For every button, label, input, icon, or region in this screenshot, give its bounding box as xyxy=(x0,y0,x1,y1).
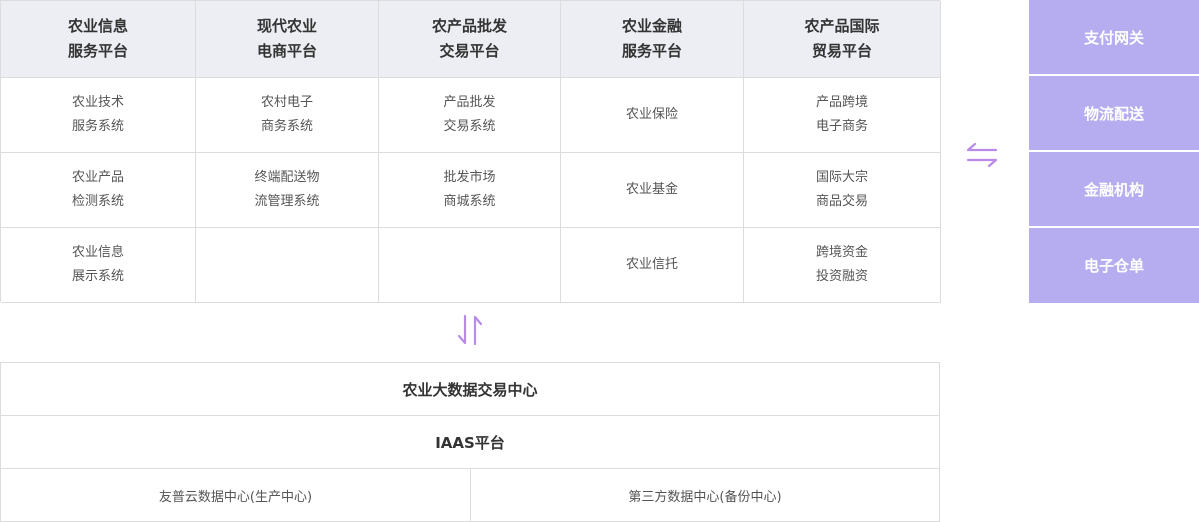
system-cell-line: 产品跨境 xyxy=(815,95,868,110)
platform-header: 农产品批发交易平台 xyxy=(379,1,561,78)
system-cell-line: 商品交易 xyxy=(815,194,868,209)
system-cell-line: 批发市场 xyxy=(443,170,496,185)
system-cell-line: 终端配送物 xyxy=(254,170,320,185)
system-cell: 终端配送物流管理系统 xyxy=(196,153,379,228)
iaas-platform-row: IAAS平台 xyxy=(1,416,940,469)
platform-header: 现代农业电商平台 xyxy=(196,1,379,78)
empty-cell xyxy=(196,228,379,303)
system-cell: 跨境资金投资融资 xyxy=(744,228,941,303)
platform-header: 农业信息服务平台 xyxy=(1,1,196,78)
system-cell-line: 跨境资金 xyxy=(815,245,868,260)
system-cell-line: 商城系统 xyxy=(443,194,496,209)
service-financial-institution: 金融机构 xyxy=(1029,152,1199,228)
service-logistics: 物流配送 xyxy=(1029,76,1199,152)
data-infrastructure-stack: 农业大数据交易中心 IAAS平台 友普云数据中心(生产中心) 第三方数据中心(备… xyxy=(0,362,940,522)
platform-header-line: 农产品国际 xyxy=(804,17,880,35)
backup-datacenter: 第三方数据中心(备份中心) xyxy=(471,469,940,522)
platform-header-line: 服务平台 xyxy=(621,42,682,60)
system-cell-line: 农业保险 xyxy=(625,107,678,122)
system-cell: 产品跨境电子商务 xyxy=(744,78,941,153)
system-cell: 农业保险 xyxy=(561,78,744,153)
system-cell: 农业技术服务系统 xyxy=(1,78,196,153)
empty-cell xyxy=(379,228,561,303)
production-datacenter: 友普云数据中心(生产中心) xyxy=(1,469,471,522)
system-cell-line: 展示系统 xyxy=(71,269,124,284)
system-cell-line: 农村电子 xyxy=(260,95,313,110)
system-cell: 国际大宗商品交易 xyxy=(744,153,941,228)
system-cell: 批发市场商城系统 xyxy=(379,153,561,228)
platform-header-line: 农产品批发 xyxy=(431,17,507,35)
datacenter-row: 友普云数据中心(生产中心) 第三方数据中心(备份中心) xyxy=(1,469,940,522)
service-column: 支付网关 物流配送 金融机构 电子仓单 xyxy=(1029,0,1199,303)
system-cell: 农村电子商务系统 xyxy=(196,78,379,153)
system-cell: 农业信托 xyxy=(561,228,744,303)
service-electronic-warehouse-receipt: 电子仓单 xyxy=(1029,228,1199,303)
platform-table: 农业信息服务平台现代农业电商平台农产品批发交易平台农业金融服务平台农产品国际贸易… xyxy=(0,0,941,303)
platform-header-line: 农业金融 xyxy=(621,17,682,35)
platform-header-line: 农业信息 xyxy=(67,17,128,35)
platform-header: 农产品国际贸易平台 xyxy=(744,1,941,78)
bidirectional-vertical-arrow-icon xyxy=(457,314,483,346)
system-cell-line: 农业基金 xyxy=(625,182,678,197)
system-cell-line: 农业信息 xyxy=(71,245,124,260)
system-cell-line: 产品批发 xyxy=(443,95,496,110)
system-cell: 农业信息展示系统 xyxy=(1,228,196,303)
system-cell-line: 服务系统 xyxy=(71,119,124,134)
platform-header-line: 电商平台 xyxy=(256,42,317,60)
system-cell: 产品批发交易系统 xyxy=(379,78,561,153)
system-cell-line: 流管理系统 xyxy=(254,194,320,209)
platform-header-line: 现代农业 xyxy=(256,17,317,35)
system-cell-line: 交易系统 xyxy=(443,119,496,134)
system-cell-line: 农业信托 xyxy=(625,257,678,272)
bidirectional-horizontal-arrow-icon xyxy=(966,142,998,168)
platform-header-line: 交易平台 xyxy=(439,42,500,60)
platform-header-line: 贸易平台 xyxy=(811,42,872,60)
system-cell: 农业产品检测系统 xyxy=(1,153,196,228)
system-cell-line: 商务系统 xyxy=(260,119,313,134)
system-cell-line: 国际大宗 xyxy=(815,170,868,185)
system-cell-line: 投资融资 xyxy=(815,269,868,284)
system-cell-line: 农业技术 xyxy=(71,95,124,110)
platform-header-line: 服务平台 xyxy=(67,42,128,60)
system-cell-line: 检测系统 xyxy=(71,194,124,209)
platform-header: 农业金融服务平台 xyxy=(561,1,744,78)
service-payment-gateway: 支付网关 xyxy=(1029,0,1199,76)
exchange-center-row: 农业大数据交易中心 xyxy=(1,363,940,416)
system-cell-line: 农业产品 xyxy=(71,170,124,185)
system-cell-line: 电子商务 xyxy=(815,119,868,134)
system-cell: 农业基金 xyxy=(561,153,744,228)
